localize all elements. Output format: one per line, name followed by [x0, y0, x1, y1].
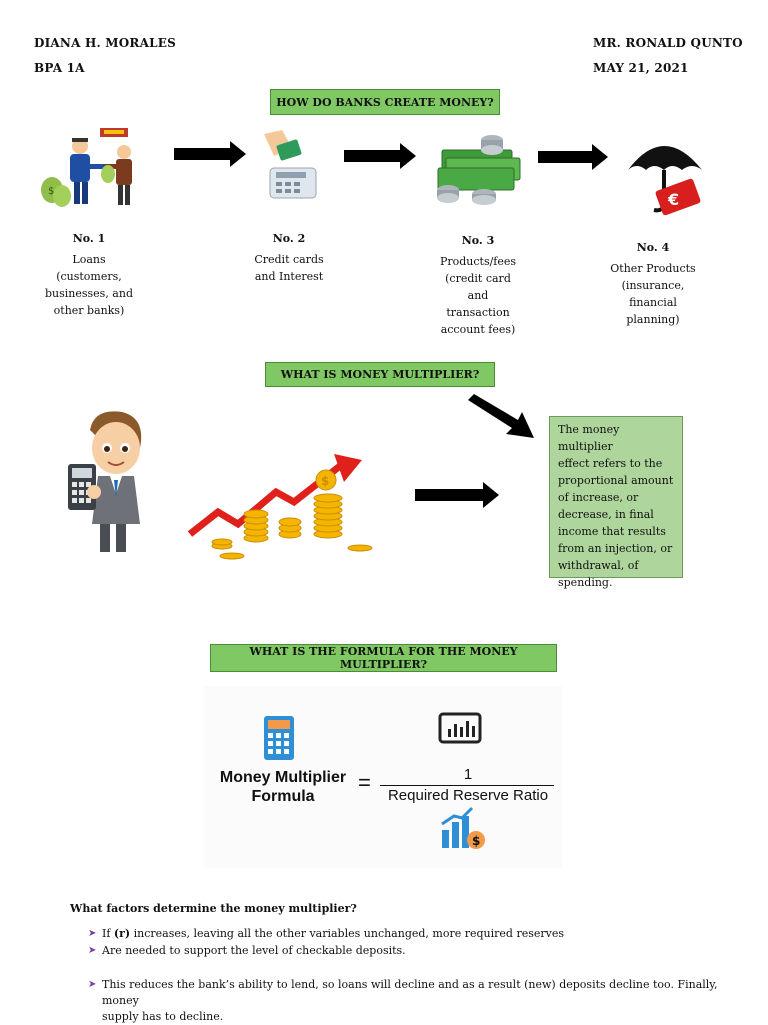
card-payment-icon [256, 128, 322, 204]
step-number: No. 3 [461, 234, 495, 247]
formula-numerator: 1 [463, 766, 473, 783]
factor-bullet-1: ➤ If (r) increases, leaving all the othe… [88, 926, 564, 942]
section-title-create-money: HOW DO BANKS CREATE MONEY? [270, 89, 500, 115]
step-2: No. 2 Credit cards and Interest [234, 232, 344, 285]
flow-arrow-2 [344, 143, 416, 169]
formula-panel: Money Multiplier Formula = 1 Required Re… [204, 686, 562, 868]
bullet-text: If [102, 927, 114, 940]
bullet-text: supply has to decline. [102, 1010, 224, 1023]
step-number: No. 4 [636, 241, 670, 254]
step-text-line: Credit cards [254, 253, 324, 266]
svg-text:$: $ [321, 474, 329, 488]
class-section: BPA 1A [34, 61, 85, 75]
svg-text:$: $ [48, 186, 54, 197]
definition-line: proportional amount [558, 474, 674, 487]
definition-line: income that results [558, 525, 666, 538]
definition-line: from an injection, or [558, 542, 673, 555]
step-text-line: account fees) [440, 323, 516, 336]
definition-line: The money multiplier [558, 423, 620, 453]
svg-text:€: € [667, 190, 679, 209]
formula-equals: = [358, 770, 371, 795]
step-text-line: (credit card [445, 272, 511, 285]
definition-line: of increase, or [558, 491, 639, 504]
loan-handshake-icon: $ [38, 126, 150, 212]
step-text-line: financial [629, 296, 677, 309]
definition-line: withdrawal, of [558, 559, 639, 572]
step-3: No. 3 Products/fees (credit card and tra… [422, 234, 534, 338]
section-title-money-multiplier: WHAT IS MONEY MULTIPLIER? [265, 362, 495, 387]
formula-label-line: Money Multiplier [219, 769, 347, 786]
diagonal-arrow-icon [466, 394, 538, 440]
bullet-text: Are needed to support the level of check… [102, 944, 406, 957]
step-text-line: and Interest [254, 270, 324, 283]
calculator-icon [264, 716, 294, 760]
step-text-line: Products/fees [439, 255, 517, 268]
section-title-formula: WHAT IS THE FORMULA FOR THE MONEY MULTIP… [210, 644, 557, 672]
step-text-line: other banks) [53, 304, 125, 317]
step-number: No. 1 [72, 232, 106, 245]
factor-bullet-2: ➤ Are needed to support the level of che… [88, 943, 406, 959]
bullet-variable: (r) [113, 927, 131, 940]
arrow-bullet-icon: ➤ [88, 928, 97, 939]
step-text-line: Other Products [610, 262, 696, 275]
teacher-name: MR. RONALD QUNTO [593, 36, 743, 50]
bullet-text: This reduces the bank’s ability to lend,… [102, 978, 718, 1007]
step-text-line: and [467, 289, 489, 302]
factors-question: What factors determine the money multipl… [70, 902, 357, 915]
formula-label-line: Formula [251, 788, 315, 805]
step-text-line: (insurance, [621, 279, 685, 292]
fraction-bar [380, 785, 554, 786]
monitor-chart-icon [438, 712, 482, 744]
cash-stack-icon [434, 128, 524, 208]
bullet-text: increases, leaving all the other variabl… [130, 927, 565, 940]
step-text-line: planning) [626, 313, 680, 326]
growth-dollar-icon: $ [440, 806, 488, 852]
definition-line: effect refers to the [558, 457, 663, 470]
umbrella-euro-icon: € [624, 130, 708, 222]
factor-bullet-3: ➤ This reduces the bank’s ability to len… [88, 977, 728, 1025]
arrow-bullet-icon: ➤ [88, 945, 97, 956]
submission-date: MAY 21, 2021 [593, 61, 689, 75]
step-text-line: businesses, and [44, 287, 133, 300]
step-4: No. 4 Other Products (insurance, financi… [598, 241, 708, 328]
student-name: DIANA H. MORALES [34, 36, 176, 50]
formula-denominator: Required Reserve Ratio [387, 787, 549, 804]
svg-text:$: $ [472, 834, 480, 848]
definition-line: spending. [558, 576, 613, 589]
businessman-calculator-icon [64, 408, 156, 556]
step-text-line: Loans [72, 253, 106, 266]
flow-arrow-4 [415, 482, 499, 508]
step-text-line: (customers, [56, 270, 122, 283]
definition-line: decrease, in final [558, 508, 654, 521]
step-1: No. 1 Loans (customers, businesses, and … [34, 232, 144, 319]
flow-arrow-1 [174, 141, 246, 167]
step-text-line: transaction [446, 306, 510, 319]
definition-box: The money multiplier effect refers to th… [549, 416, 683, 589]
step-number: No. 2 [272, 232, 306, 245]
flow-arrow-3 [538, 144, 608, 170]
arrow-bullet-icon: ➤ [88, 979, 97, 990]
coins-growth-icon: $ [187, 452, 384, 560]
